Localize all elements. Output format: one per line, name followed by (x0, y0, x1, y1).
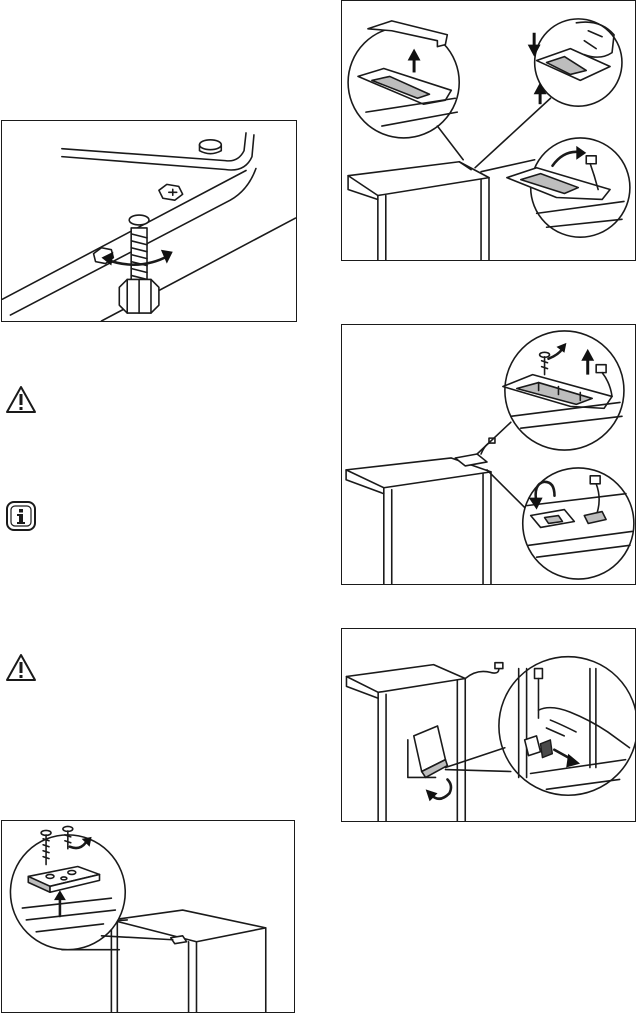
adjustable-foot-figure (1, 120, 297, 322)
info-icon (5, 500, 37, 532)
hinge-cover-cable-figure (341, 324, 636, 585)
hinge-cover-cable-illustration (345, 330, 635, 584)
door-cover-cable-illustration (345, 655, 635, 821)
door-cover-cable-figure (341, 628, 636, 822)
warning-icon (4, 384, 38, 416)
hinge-cover-removal-illustration (347, 18, 631, 260)
warning-icon (4, 652, 38, 684)
hinge-plate-screws-figure (1, 820, 295, 1013)
foot-illustration (2, 132, 296, 321)
hinge-cover-removal-figure (341, 0, 636, 261)
hinge-plate-illustration (9, 825, 267, 1012)
